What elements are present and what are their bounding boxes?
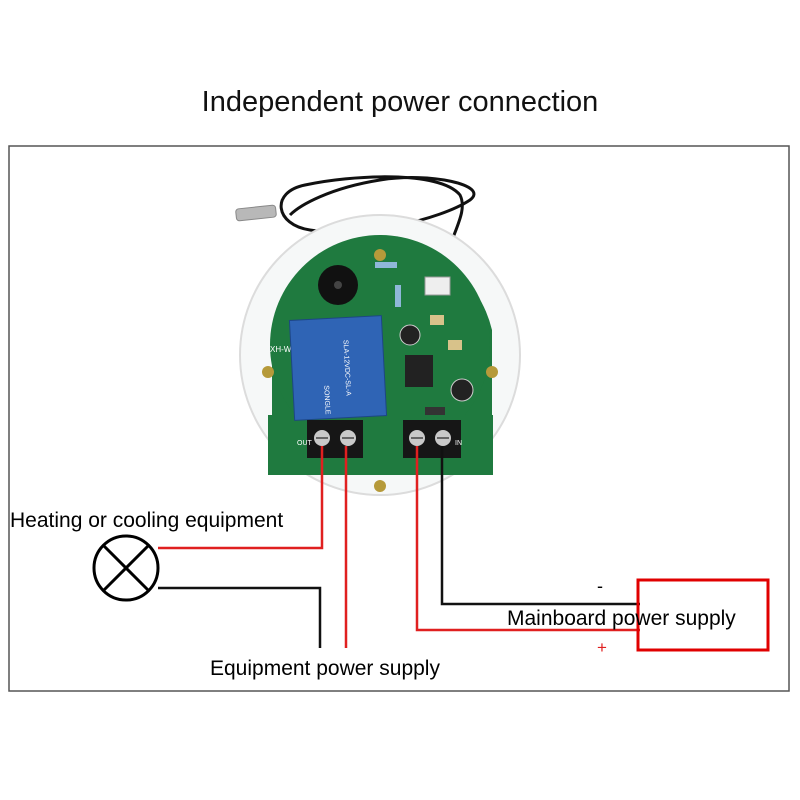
board-model-label: XH-W1820 bbox=[270, 345, 310, 354]
relay-model-label: SLA-12VDC-SL-A bbox=[342, 340, 352, 397]
wiring bbox=[158, 446, 640, 648]
probe-connector bbox=[424, 276, 451, 296]
load-label: Heating or cooling equipment bbox=[10, 509, 283, 532]
input-label: IN bbox=[455, 440, 462, 447]
relay-icon: SLA-12VDC-SL-A SONGLE bbox=[288, 315, 388, 421]
output-label: OUT bbox=[297, 440, 313, 447]
screw-icon bbox=[374, 480, 386, 492]
minus-label: - bbox=[597, 576, 603, 596]
plus-label: + bbox=[597, 638, 607, 657]
mainboard-negative-wire bbox=[440, 446, 640, 606]
relay-brand-label: SONGLE bbox=[322, 385, 331, 415]
mainboard-supply-label: Mainboard power supply bbox=[507, 607, 736, 630]
mainboard-positive-wire bbox=[415, 446, 640, 632]
pcb-board: XH-W1820 SLA-12VDC-SL-A SONGLE OUT IN bbox=[262, 235, 498, 492]
lamp-icon bbox=[92, 534, 160, 602]
input-terminal bbox=[403, 420, 461, 458]
load-black-wire bbox=[158, 586, 322, 648]
equipment-supply-label: Equipment power supply bbox=[210, 657, 440, 680]
probe-tip-icon bbox=[235, 204, 277, 222]
diagram-title: Independent power connection bbox=[201, 86, 599, 118]
screw-icon bbox=[262, 366, 274, 378]
mainboard-supply-box bbox=[636, 578, 770, 652]
regulator-chip bbox=[405, 355, 433, 387]
temperature-probe bbox=[235, 175, 476, 283]
diagram-frame bbox=[8, 145, 790, 692]
load-red-wire bbox=[158, 446, 324, 550]
screw-icon bbox=[374, 249, 386, 261]
output-terminal bbox=[307, 420, 363, 458]
screw-icon bbox=[486, 366, 498, 378]
